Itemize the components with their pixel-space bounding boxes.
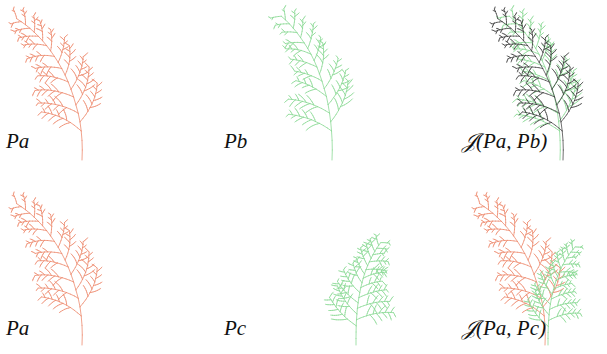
plant-label: Pa — [6, 131, 29, 152]
plant-label: 𝒥(Pa, Pc) — [462, 318, 546, 339]
plant-pc — [324, 234, 395, 345]
plant-label: Pc — [224, 318, 246, 339]
plant-pb — [268, 5, 353, 160]
plant-label: 𝒥(Pa, Pb) — [462, 131, 547, 152]
plant-label: Pb — [224, 131, 247, 152]
plant-label: Pa — [6, 318, 29, 339]
